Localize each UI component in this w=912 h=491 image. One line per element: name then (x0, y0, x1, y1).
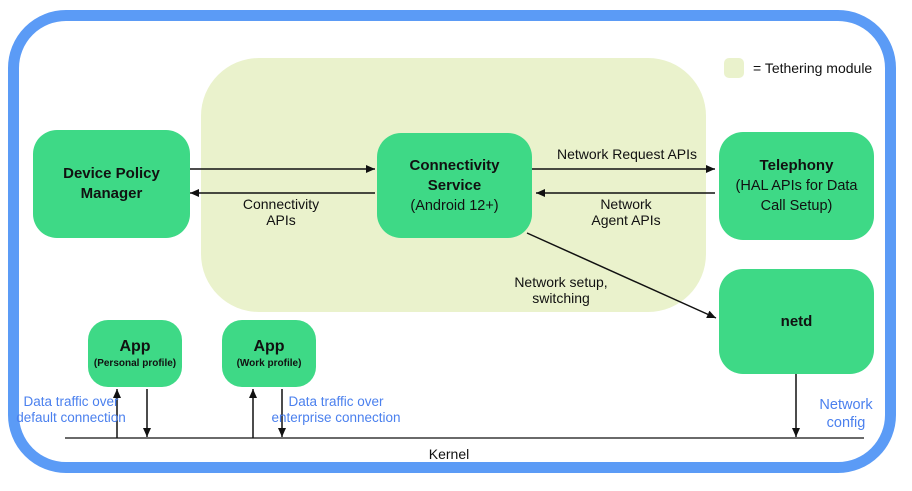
box-subtitle: (HAL APIs for Data Call Setup) (735, 178, 858, 214)
label-data-traffic-default: Data traffic over default connection (16, 394, 126, 425)
label-network-agent-apis: Network Agent APIs (591, 196, 661, 228)
box-device-policy-manager: Device Policy Manager (33, 130, 190, 238)
label-network-config: Network config (819, 397, 873, 431)
box-app-personal: App (Personal profile) (88, 320, 182, 387)
box-telephony: Telephony (HAL APIs for Data Call Setup) (719, 132, 874, 240)
label-network-request-apis: Network Request APIs (556, 146, 698, 162)
label-network-setup-switching: Network setup, switching (514, 274, 608, 306)
legend: = Tethering module (724, 58, 872, 78)
box-netd: netd (719, 269, 874, 374)
tethering-module-swatch-icon (724, 58, 744, 78)
device-boundary-frame (8, 10, 896, 473)
box-app-work: App (Work profile) (222, 320, 316, 387)
box-connectivity-service: Connectivity Service (Android 12+) (377, 133, 532, 238)
box-title: Connectivity (409, 156, 500, 174)
label-data-traffic-enterprise: Data traffic over enterprise connection (271, 394, 401, 425)
box-subtitle: (Android 12+) (410, 197, 499, 214)
box-title: App (119, 337, 151, 355)
box-subtitle: (Personal profile) (93, 357, 177, 369)
box-title: Telephony (759, 157, 834, 174)
legend-label: = Tethering module (753, 60, 873, 76)
box-title-line2: Service (427, 176, 482, 194)
box-title: netd (780, 312, 813, 330)
label-connectivity-apis: Connectivity APIs (242, 196, 320, 228)
label-kernel: Kernel (428, 446, 470, 462)
box-subtitle: (Work profile) (236, 357, 302, 369)
box-title: Device Policy Manager (63, 165, 160, 202)
box-title: App (253, 337, 285, 355)
arrow-connectivity-to-netd (526, 232, 717, 319)
